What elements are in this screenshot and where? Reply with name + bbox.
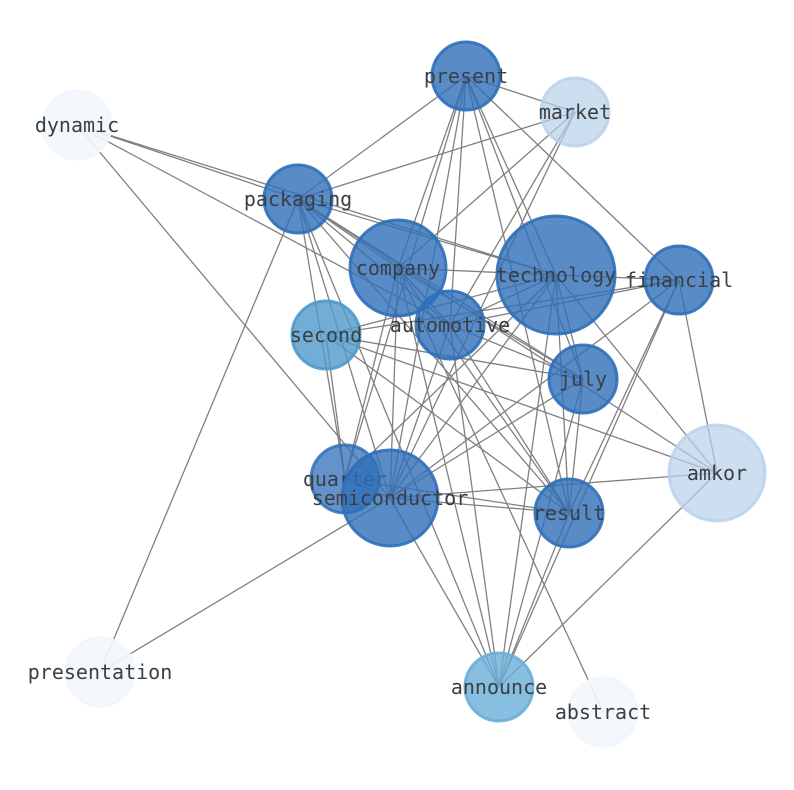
- node-automotive: automotive: [390, 289, 510, 361]
- edge-financial-second: [325, 279, 680, 336]
- node-abstract: abstract: [555, 676, 651, 748]
- node-circle-market: [539, 76, 611, 148]
- node-financial: financial: [625, 244, 733, 316]
- node-circle-result: [533, 477, 605, 549]
- node-packaging: packaging: [244, 163, 352, 235]
- node-circle-company: [348, 218, 448, 318]
- edge-financial-semiconductor: [389, 279, 680, 499]
- node-presentation: presentation: [28, 636, 173, 708]
- node-circle-announce: [463, 651, 535, 723]
- node-label-financial: financial: [625, 268, 733, 292]
- edge-dynamic-packaging: [76, 124, 299, 200]
- node-circle-dynamic: [41, 89, 113, 161]
- node-technology: technology: [495, 214, 617, 336]
- node-semiconductor: semiconductor: [312, 448, 469, 548]
- nodes-layer: present market dynamic packaging company tech…: [28, 40, 767, 748]
- node-label-automotive: automotive: [390, 313, 510, 337]
- node-july: july: [547, 343, 619, 415]
- node-label-result: result: [533, 501, 605, 525]
- node-circle-packaging: [262, 163, 334, 235]
- node-second: second: [290, 299, 362, 371]
- node-label-market: market: [539, 100, 611, 124]
- node-label-presentation: presentation: [28, 660, 173, 684]
- node-dynamic: dynamic: [35, 89, 119, 161]
- node-circle-semiconductor: [340, 448, 440, 548]
- edge-automotive-announce: [449, 324, 500, 688]
- node-circle-automotive: [414, 289, 486, 361]
- node-circle-present: [430, 40, 502, 112]
- node-company: company: [348, 218, 448, 318]
- edge-packaging-announce: [297, 198, 500, 688]
- edge-market-packaging: [297, 111, 576, 200]
- node-circle-amkor: [667, 423, 767, 523]
- edge-market-automotive: [449, 111, 576, 326]
- edges-layer: [76, 75, 718, 713]
- edge-market-semiconductor: [389, 111, 576, 499]
- node-label-semiconductor: semiconductor: [312, 486, 469, 510]
- edge-second-amkor: [325, 334, 718, 474]
- node-label-company: company: [356, 256, 440, 280]
- edge-amkor-announce: [498, 472, 718, 688]
- edge-packaging-presentation: [99, 198, 299, 673]
- node-label-present: present: [424, 64, 508, 88]
- node-label-second: second: [290, 323, 362, 347]
- node-present: present: [424, 40, 508, 112]
- edge-second-result: [325, 334, 570, 514]
- node-circle-abstract: [567, 676, 639, 748]
- edge-company-announce: [397, 267, 500, 688]
- node-label-technology: technology: [496, 263, 616, 287]
- edge-present-financial: [465, 75, 680, 281]
- edge-financial-announce: [498, 279, 680, 688]
- node-announce: announce: [451, 651, 547, 723]
- node-label-dynamic: dynamic: [35, 113, 119, 137]
- edge-present-automotive: [449, 75, 467, 326]
- node-circle-july: [547, 343, 619, 415]
- node-result: result: [533, 477, 605, 549]
- edge-automotive-result: [449, 324, 570, 514]
- node-circle-presentation: [64, 636, 136, 708]
- edge-financial-result: [568, 279, 680, 514]
- node-label-packaging: packaging: [244, 187, 352, 211]
- node-circle-technology: [495, 214, 617, 336]
- node-market: market: [539, 76, 611, 148]
- edge-semiconductor-presentation: [99, 497, 391, 673]
- node-label-abstract: abstract: [555, 700, 651, 724]
- node-amkor: amkor: [667, 423, 767, 523]
- edge-technology-announce: [498, 274, 557, 688]
- node-circle-second: [290, 299, 362, 371]
- node-label-july: july: [559, 367, 607, 391]
- node-label-amkor: amkor: [687, 461, 747, 485]
- node-circle-financial: [643, 244, 715, 316]
- node-label-announce: announce: [451, 675, 547, 699]
